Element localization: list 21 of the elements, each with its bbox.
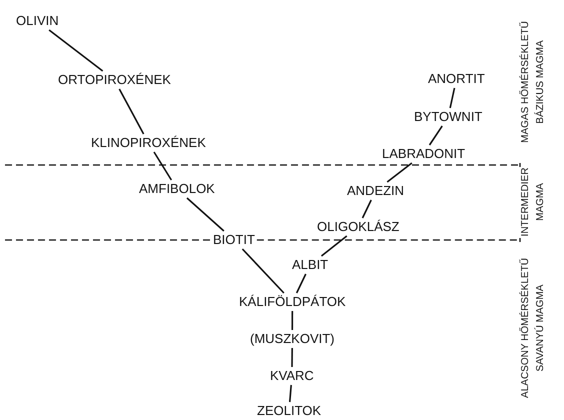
connector-line — [296, 274, 306, 294]
connector-line — [118, 88, 144, 134]
connector-line — [428, 126, 443, 146]
mineral-name: (MUSZKOVIT) — [249, 331, 336, 347]
connector-line — [386, 162, 412, 183]
connector-line — [291, 311, 294, 330]
zone-label: SAVANYÚ MAGMA — [535, 284, 547, 374]
connector-line — [291, 348, 293, 367]
connector-line — [153, 152, 172, 180]
connector-line — [48, 29, 104, 72]
connector-line — [362, 200, 372, 218]
zone-label: BÁZIKUS MAGMA — [535, 39, 547, 126]
zone-label: ALACSONY HŐMÉRSÉKLETŰ — [520, 257, 532, 400]
connector-line — [186, 197, 224, 232]
zone-label: MAGAS HŐMÉRSÉKLETŰ — [520, 20, 532, 145]
zone-label: MAGMA — [535, 182, 547, 223]
connector-line — [288, 384, 292, 402]
connector-line — [320, 235, 348, 257]
connector-line — [242, 248, 284, 294]
zone-label: INTERMEDIER — [520, 166, 532, 238]
connector-line — [449, 88, 456, 108]
